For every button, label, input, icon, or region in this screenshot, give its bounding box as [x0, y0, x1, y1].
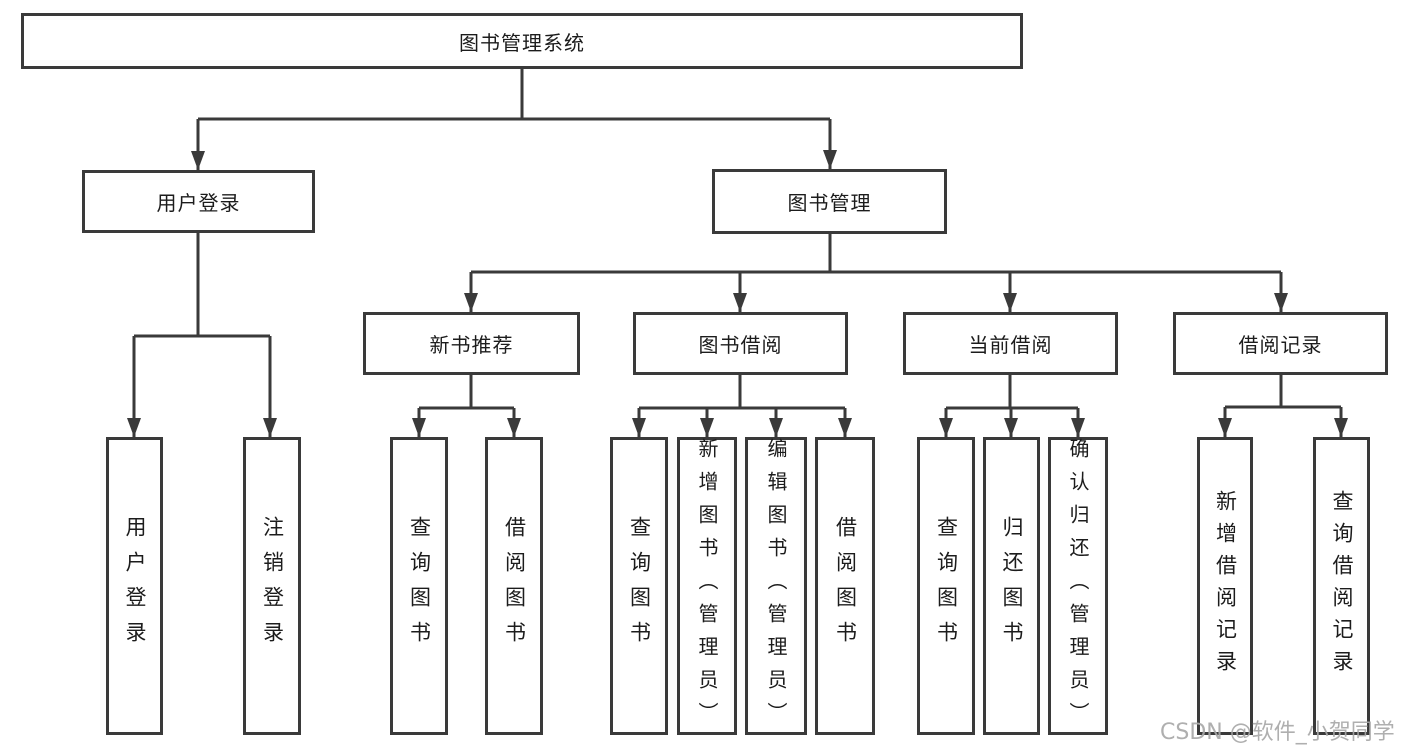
leaf-nbr-borrow-books: 借阅图书 — [485, 437, 543, 735]
leaf-user-login: 用户登录 — [106, 437, 163, 735]
node-new-book-recommendation: 新书推荐 — [363, 312, 580, 375]
leaf-logout-login-label: 注销登录 — [260, 516, 285, 656]
leaf-cb-return-books: 归还图书 — [983, 437, 1040, 735]
leaf-cb-confirm-return-admin: 确认归还（管理员） — [1048, 437, 1108, 735]
leaf-nbr-query-books: 查询图书 — [390, 437, 448, 735]
leaf-nbr-borrow-books-label: 借阅图书 — [502, 516, 527, 656]
leaf-nbr-query-books-label: 查询图书 — [407, 516, 432, 656]
connector-trunks — [134, 66, 1341, 410]
node-user-login: 用户登录 — [82, 170, 315, 233]
leaf-bb-query-books-label: 查询图书 — [627, 516, 652, 656]
leaf-logout-login: 注销登录 — [243, 437, 301, 735]
leaf-cb-query-books: 查询图书 — [917, 437, 975, 735]
node-root-library-management-system: 图书管理系统 — [21, 13, 1023, 69]
leaf-br-add-record-label: 新增借阅记录 — [1213, 490, 1238, 682]
leaf-cb-return-books-label: 归还图书 — [1000, 516, 1024, 656]
leaf-bb-borrow-books-label: 借阅图书 — [833, 516, 858, 656]
leaf-cb-confirm-return-admin-label: 确认归还（管理员） — [1066, 437, 1090, 735]
leaf-br-add-record: 新增借阅记录 — [1197, 437, 1253, 735]
leaf-bb-add-books-admin-label: 新增图书（管理员） — [695, 437, 719, 735]
leaf-bb-query-books: 查询图书 — [610, 437, 668, 735]
leaf-cb-query-books-label: 查询图书 — [934, 516, 959, 656]
node-book-management: 图书管理 — [712, 169, 947, 234]
leaf-bb-add-books-admin: 新增图书（管理员） — [677, 437, 737, 735]
node-borrowing-records: 借阅记录 — [1173, 312, 1388, 375]
leaf-user-login-label: 用户登录 — [123, 516, 147, 656]
leaf-bb-edit-books-admin-label: 编辑图书（管理员） — [764, 437, 788, 735]
node-book-borrowing: 图书借阅 — [633, 312, 848, 375]
leaf-br-query-record: 查询借阅记录 — [1313, 437, 1370, 735]
leaf-bb-borrow-books: 借阅图书 — [815, 437, 875, 735]
leaf-bb-edit-books-admin: 编辑图书（管理员） — [745, 437, 807, 735]
leaf-br-query-record-label: 查询借阅记录 — [1330, 490, 1354, 682]
node-current-borrowing: 当前借阅 — [903, 312, 1118, 375]
